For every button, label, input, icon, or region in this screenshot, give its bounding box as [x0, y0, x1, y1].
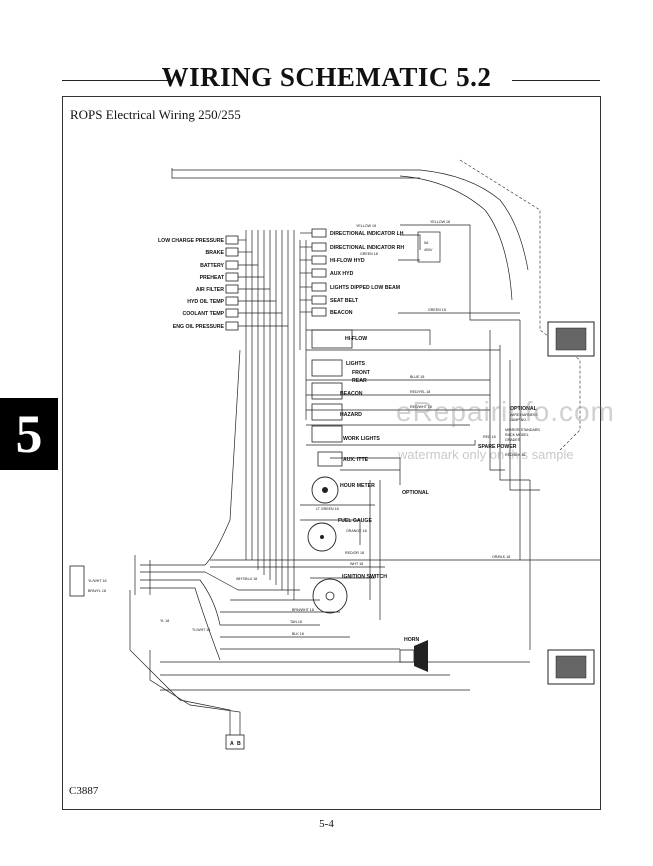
wire-yl: YL 18	[160, 619, 169, 623]
indicator-hi-flow-hyd: HI-FLOW HYD	[330, 258, 365, 264]
ignition-switch-label: IGNITION SWITCH	[342, 574, 387, 580]
switch-aux-itte: AUX. ITTE	[343, 457, 369, 463]
switch-work-lights: WORK LIGHTS	[343, 436, 380, 442]
pin-a: A	[230, 741, 234, 747]
indicator-seat-belt: SEAT BELT	[330, 298, 359, 304]
gauge-air-filter: AIR FILTER	[196, 287, 224, 293]
header-rule-right	[512, 80, 600, 81]
fuse-rating-label: 5A	[424, 241, 429, 245]
fuel-gauge-label: FUEL GAUGE	[338, 518, 372, 524]
switch-hazard: HAZARD	[340, 412, 362, 418]
wire-green-mid: GREEN 18	[428, 308, 446, 312]
rear-lamp-upper	[547, 321, 595, 357]
harness-bar	[171, 168, 529, 301]
page-number: 5-4	[319, 818, 334, 830]
gauge-label-group: LOW CHARGE PRESSURE BRAKE BATTERY PREHEA…	[158, 238, 225, 330]
wire-red-or: RED/OR 18	[345, 551, 364, 555]
switch-label-group: HI-FLOW LIGHTS FRONT REAR BEACON HAZARD …	[340, 336, 380, 463]
switch-beacon: BEACON	[340, 391, 363, 397]
hour-meter-label: HOUR METER	[340, 483, 375, 489]
schematic-subtitle: ROPS Electrical Wiring 250/255	[70, 107, 241, 122]
watermark-note: watermark only on this sample	[398, 447, 574, 462]
optional-label-1: OPTIONAL	[402, 490, 430, 496]
indicator-beacon: BEACON	[330, 310, 353, 316]
wire-or-blk: OR/BLK 18	[492, 555, 510, 559]
rear-lamp-lower	[547, 649, 595, 685]
watermark-site: eRepairinfo.com	[396, 396, 615, 427]
gauge-preheat: PREHEAT	[200, 275, 225, 281]
switch-hi-flow: HI-FLOW	[345, 336, 367, 342]
wire-tan: TAN 18	[290, 620, 302, 624]
figure-code: C3887	[69, 785, 99, 797]
gauge-battery: BATTERY	[200, 263, 224, 269]
indicator-leads	[300, 224, 520, 321]
wire-tl-wht: TL/WHT 18	[192, 628, 210, 632]
horn-label: HORN	[404, 637, 420, 643]
optional-label-2: OPTIONAL	[510, 406, 538, 412]
wire-red: RED 18	[483, 435, 496, 439]
switch-rear: REAR	[352, 378, 367, 384]
indicator-label-group: DIRECTIONAL INDICATOR LH DIRECTIONAL IND…	[330, 231, 404, 316]
gauge-coolant-temp: COOLANT TEMP	[183, 311, 225, 317]
indicator-lights-dipped: LIGHTS DIPPED LOW BEAM	[330, 285, 400, 291]
note-wire-harness: WIRE HARNESS	[510, 413, 538, 417]
note-grades: GRADES	[505, 438, 521, 442]
indicator-directional-lh: DIRECTIONAL INDICATOR LH	[330, 231, 404, 237]
wire-blk: BLK 18	[292, 632, 304, 636]
wire-lt-green: LT GREEN 18	[316, 507, 339, 511]
switch-wires	[160, 329, 600, 691]
indicator-aux-hyd: AUX HYD	[330, 271, 354, 277]
gauge-connectors	[225, 235, 239, 331]
right-run-wires	[489, 320, 540, 650]
gauge-hyd-oil-temp: HYD OIL TEMP	[187, 299, 224, 305]
spare-power-label: SPARE POWER	[478, 444, 517, 450]
gauge-low-charge-pressure: LOW CHARGE PRESSURE	[158, 238, 225, 244]
switch-front: FRONT	[352, 370, 371, 376]
note-mirror-standard: MIRROR STANDARD	[505, 428, 540, 432]
gauge-dials	[307, 476, 348, 614]
wire-brn-yl: BRN/YL 18	[88, 589, 106, 593]
horn-shape	[399, 640, 428, 672]
pin-b: B	[237, 741, 241, 747]
wire-yellow-lh: YELLOW 18	[356, 224, 376, 228]
notes-group: WIRE HARNESS LAMP NO. MIRROR STANDARD RA…	[505, 413, 540, 442]
wire-blue: BLUE 18	[410, 375, 424, 379]
indicator-connectors	[311, 228, 327, 317]
indicator-directional-rh: DIRECTIONAL INDICATOR RH	[330, 245, 404, 251]
gauge-eng-oil-pressure: ENG OIL PRESSURE	[173, 324, 225, 330]
note-lamp: LAMP NO.	[510, 418, 527, 422]
header-rule-left	[62, 80, 170, 81]
harness-trunk	[245, 230, 307, 600]
component-label-group: HOUR METER FUEL GAUGE IGNITION SWITCH HO…	[338, 241, 538, 643]
wire-label-group: YELLOW 18 YELLOW 18 GREEN 18 GREEN 18 BL…	[88, 220, 525, 636]
wire-red-yellow: RED/YEL 18	[410, 390, 430, 394]
section-tab: 5	[0, 398, 58, 470]
wire-yl-wht: YL/WHT 18	[88, 579, 107, 583]
wire-orange: ORANGE 18	[346, 529, 367, 533]
fuse-volt-label: 400V	[424, 248, 433, 252]
page-title: WIRING SCHEMATIC 5.2	[161, 62, 492, 92]
note-rack-model: RACK MODEL	[505, 433, 529, 437]
switch-lights: LIGHTS	[346, 361, 366, 367]
gauge-brake: BRAKE	[206, 250, 225, 256]
wire-white: WHT 18	[350, 562, 363, 566]
fuse-block	[417, 231, 441, 263]
wire-red-black: RED/BLK 18	[505, 453, 525, 457]
wire-red-white: RED/WHT 18	[410, 405, 432, 409]
schematic-frame	[62, 96, 601, 810]
switch-boxes	[311, 329, 353, 467]
wire-green-rh: GREEN 18	[360, 252, 378, 256]
main-connector	[69, 565, 245, 750]
wire-white-blue: WHT/BLU 18	[236, 577, 257, 581]
gauge-leads	[238, 239, 288, 327]
lower-harness	[129, 349, 241, 740]
wire-yellow-top: YELLOW 18	[430, 220, 450, 224]
wire-brown-white: BRN/WHT 18	[292, 608, 314, 612]
